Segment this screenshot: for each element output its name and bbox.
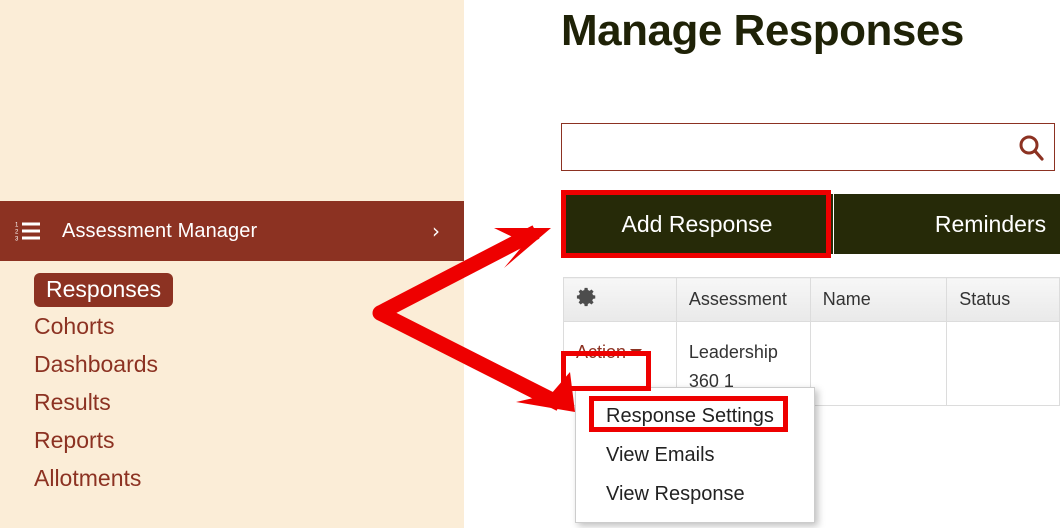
cell-status: [946, 321, 1060, 406]
menu-item-response-settings[interactable]: Response Settings: [606, 405, 774, 427]
action-button-bar: Add Response Reminders: [561, 194, 1060, 254]
column-header-gear[interactable]: [563, 277, 677, 322]
sidebar-header-label: Assessment Manager: [62, 219, 258, 242]
sidebar: 1 2 3 Assessment Manager › Responses Coh…: [0, 0, 464, 528]
sidebar-item-label: Results: [34, 389, 111, 415]
sidebar-header[interactable]: 1 2 3 Assessment Manager ›: [0, 201, 464, 261]
add-response-button[interactable]: Add Response: [561, 194, 833, 254]
column-header-status[interactable]: Status: [946, 277, 1060, 322]
sidebar-item-label: Responses: [34, 273, 174, 307]
svg-text:1: 1: [15, 223, 19, 229]
responses-table: Assessment Name Status Action Leadership…: [563, 277, 1060, 406]
sidebar-item-dashboards[interactable]: Dashboards: [0, 345, 464, 383]
search-box[interactable]: [561, 123, 1055, 171]
column-header-assessment[interactable]: Assessment: [676, 277, 811, 322]
action-dropdown-label: Action: [576, 342, 627, 362]
sidebar-item-responses[interactable]: Responses: [0, 269, 464, 307]
reminders-button[interactable]: Reminders: [834, 194, 1060, 254]
table-header-row: Assessment Name Status: [563, 277, 1060, 322]
action-dropdown-button[interactable]: Action: [576, 342, 643, 362]
search-input[interactable]: [562, 124, 1014, 170]
gear-icon[interactable]: [576, 286, 598, 313]
svg-text:3: 3: [15, 237, 19, 243]
caret-down-icon: [630, 348, 643, 356]
numbered-list-icon: 1 2 3: [8, 220, 48, 242]
menu-item-view-response[interactable]: View Response: [606, 483, 745, 505]
svg-text:2: 2: [15, 230, 19, 236]
menu-item-view-emails[interactable]: View Emails: [606, 444, 715, 466]
sidebar-item-label: Dashboards: [34, 351, 159, 377]
sidebar-item-results[interactable]: Results: [0, 383, 464, 421]
sidebar-nav-list: Responses Cohorts Dashboards Results Rep…: [0, 269, 464, 497]
sidebar-item-label: Allotments: [34, 465, 142, 491]
sidebar-item-label: Reports: [34, 427, 115, 453]
sidebar-item-reports[interactable]: Reports: [0, 421, 464, 459]
search-icon[interactable]: [1016, 133, 1046, 163]
cell-name: [810, 321, 948, 406]
sidebar-item-cohorts[interactable]: Cohorts: [0, 307, 464, 345]
chevron-right-icon[interactable]: ›: [432, 219, 440, 243]
sidebar-item-label: Cohorts: [34, 313, 115, 339]
page-title: Manage Responses: [561, 6, 964, 55]
action-dropdown-menu: Response Settings View Emails View Respo…: [575, 387, 815, 523]
sidebar-item-allotments[interactable]: Allotments: [0, 459, 464, 497]
column-header-name[interactable]: Name: [810, 277, 948, 322]
main-content: Manage Responses Add Response Reminders: [464, 0, 1060, 528]
